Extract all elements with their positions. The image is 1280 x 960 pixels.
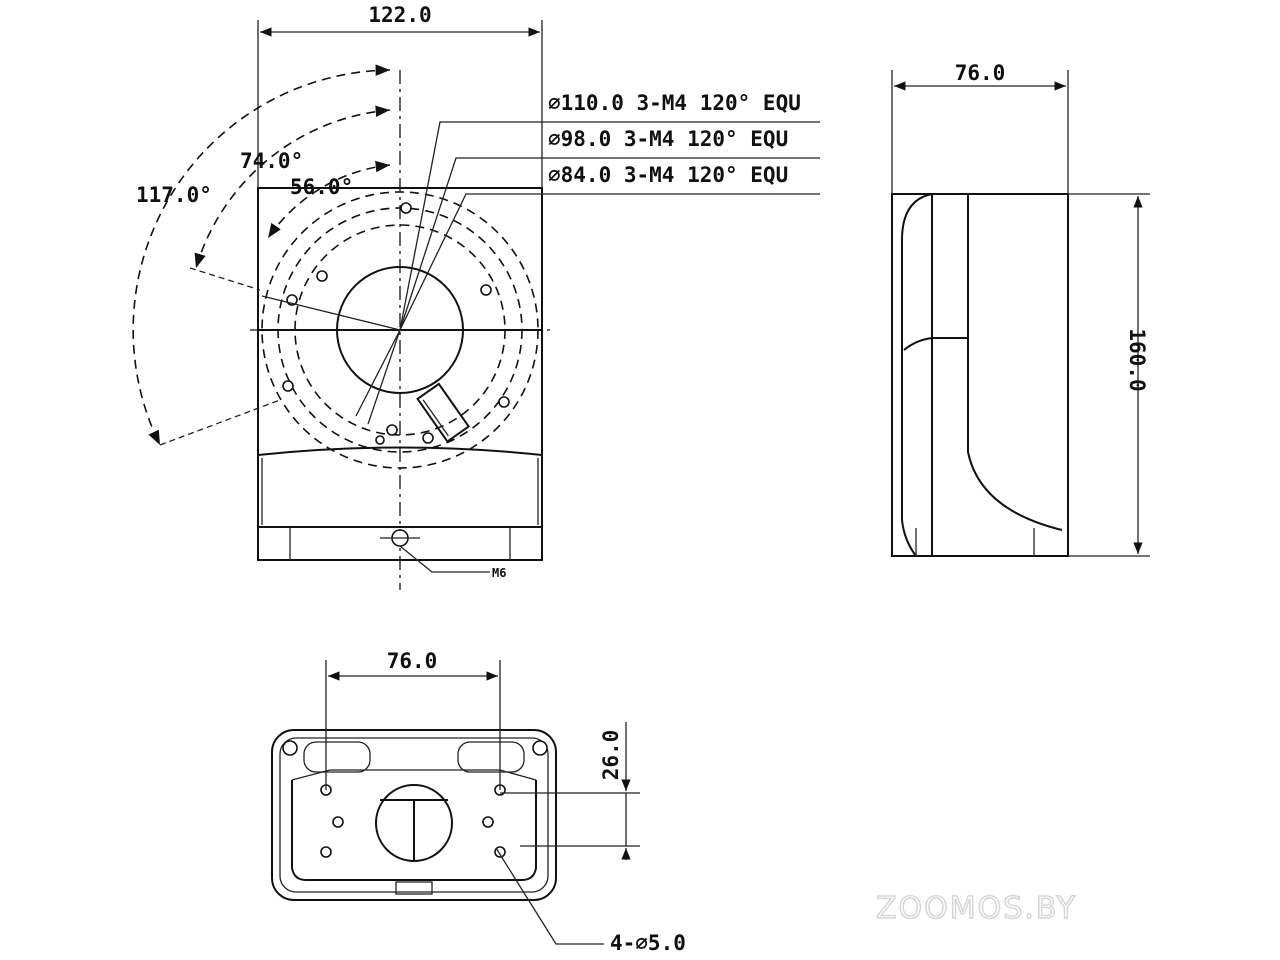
cable-gland [416,382,471,443]
mount-hole [422,432,434,444]
bottom-view: 76.0 26.0 4-∅5.0 [271,649,686,955]
callout-text-2: ∅98.0 3-M4 120° EQU [548,127,788,151]
front-lower-curve [257,446,543,456]
holes-leader [495,847,604,945]
bottom-hole [320,846,332,858]
mount-hole [282,380,294,392]
angle-label-56: 56.0° [290,175,353,199]
corner-screw [282,740,298,756]
front-view: 122.0 ∅110.0 3-M4 120° EQU ∅9 [132,3,820,590]
watermark-logo: ZOOMOS.BY [876,891,1077,926]
side-back-curve [967,338,1063,531]
callout-text-3: ∅84.0 3-M4 120° EQU [548,163,788,187]
bottom-hole [332,816,344,828]
angle-label-117: 117.0° [136,183,212,207]
bottom-center-opening [375,784,453,862]
bottom-tab [395,881,433,895]
bottom-hole [482,816,494,828]
mount-hole [316,270,328,282]
angle-arc-74 [194,105,391,269]
callout-text-1: ∅110.0 3-M4 120° EQU [548,91,801,115]
callout-leader-3 [399,193,820,331]
right-slot [457,741,525,773]
side-front-contour [901,193,933,557]
angle-arc-56 [267,160,391,239]
callout-leader-1 [399,121,820,331]
bottom-inner-tray [291,780,537,881]
left-slot [303,741,371,773]
corner-screw [532,740,548,756]
side-width-dimension: 76.0 [955,61,1006,85]
front-width-dimension: 122.0 [368,3,431,27]
mount-hole [480,284,492,296]
bottom-outline [271,729,557,901]
callout-leader-2 [399,157,820,331]
holes-callout: 4-∅5.0 [610,931,686,955]
side-outline [891,193,1069,557]
side-view: 76.0 160.0 [891,61,1150,557]
mount-hole [400,202,412,214]
mount-hole [498,396,510,408]
bottom-spacing-dimension: 76.0 [387,649,438,673]
m6-label: M6 [492,566,506,580]
mount-hole [386,424,398,436]
angle-arc-117 [132,64,391,446]
bottom-offset-dimension: 26.0 [599,730,623,781]
mount-hole [375,435,385,445]
m6-leader [399,545,490,573]
side-height-dimension: 160.0 [1125,328,1149,391]
angle-label-74: 74.0° [240,149,303,173]
